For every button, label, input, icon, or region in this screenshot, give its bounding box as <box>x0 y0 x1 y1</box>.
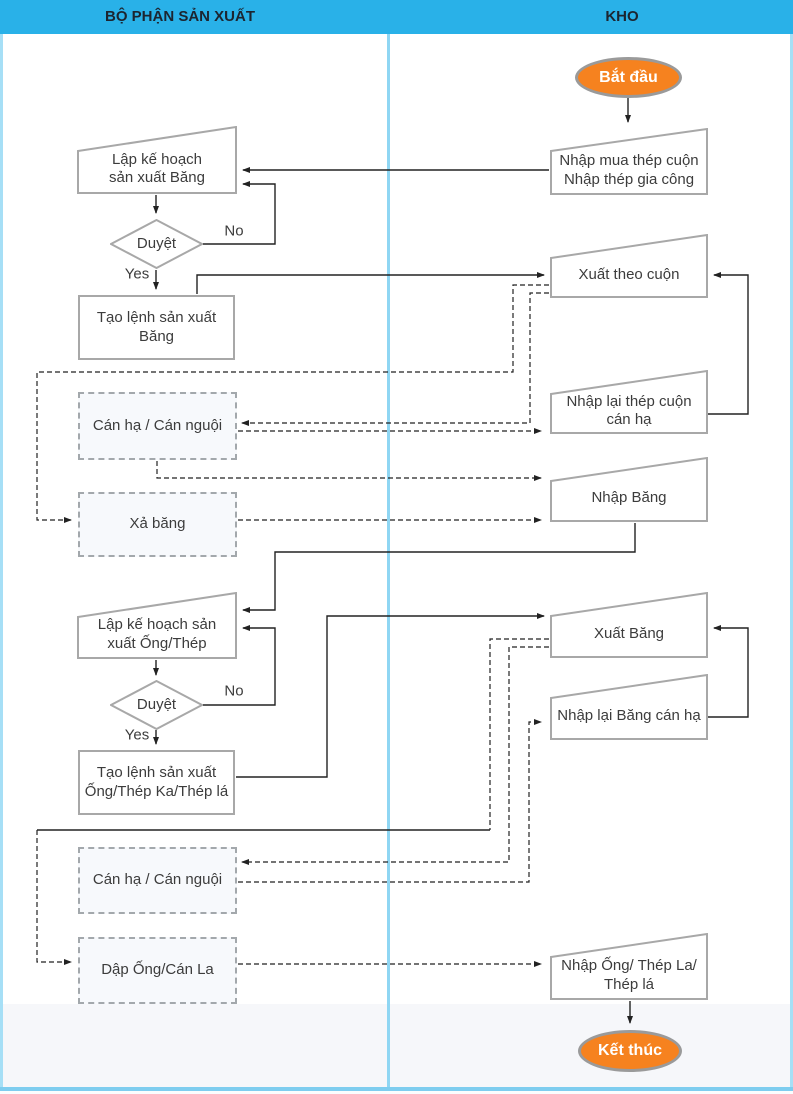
node-plan-ong: Lập kế hoạch sản xuất Ống/Thép <box>77 592 237 659</box>
node-label: Lập kế hoạch sản xuất Ống/Thép <box>97 616 217 652</box>
manual-op-shape <box>550 457 708 522</box>
node-label: Xuất theo cuộn <box>578 265 680 283</box>
node-nhap-bang: Nhập Băng <box>550 457 708 522</box>
branch-label-yes-2: Yes <box>124 726 150 744</box>
node-label: Duyệt <box>136 695 177 713</box>
connector-xuatbang-to-dapong-seg1 <box>489 638 549 830</box>
branch-label-yes-1: Yes <box>124 265 150 283</box>
node-nhap-ong: Nhập Ống/ Thép La/ Thép lá <box>550 933 708 1000</box>
node-xuat-theo-cuon: Xuất theo cuộn <box>550 234 708 298</box>
manual-op-shape <box>550 674 708 740</box>
connector-xuattheocuon-to-canha1 <box>241 292 549 426</box>
manual-op-shape <box>550 592 708 658</box>
connector-lenhong-to-xuatbang <box>236 613 545 778</box>
node-label: Xả băng <box>129 515 186 533</box>
swimlane-divider <box>387 34 390 1087</box>
node-start-terminal: Bắt đầu <box>575 57 682 98</box>
page-bottom-border <box>0 1087 793 1091</box>
node-label: Duyệt <box>136 234 177 252</box>
connector-canha1-to-nhapbang <box>156 461 542 481</box>
connector-lenhbang-to-xuattheocuon <box>196 272 545 294</box>
node-decision-duyet-1: Duyệt <box>110 219 203 269</box>
node-label: Nhập lại Băng cán hạ <box>557 706 701 724</box>
manual-op-shape <box>550 234 708 298</box>
node-can-ha-1: Cán hạ / Cán nguội <box>78 392 237 460</box>
node-lenh-bang: Tạo lệnh sản xuất Băng <box>78 295 235 360</box>
node-xa-bang: Xả băng <box>78 492 237 557</box>
node-label: Nhập mua thép cuộn Nhập thép gia công <box>559 152 699 188</box>
node-lenh-ong: Tạo lệnh sản xuất Ống/Thép Ka/Thép lá <box>78 750 235 815</box>
connector-nhaplaibang-to-xuatbang <box>708 625 749 718</box>
node-end-terminal: Kết thúc <box>578 1030 682 1072</box>
node-nhap-lai-cuon: Nhập lại thép cuộn cán hạ <box>550 370 708 434</box>
lane-title-warehouse: KHO <box>605 8 639 25</box>
connector-xuatbang-to-dapong-seg3 <box>36 830 72 965</box>
decision-diamond-shape <box>110 219 203 269</box>
node-label: Kết thúc <box>598 1042 662 1060</box>
node-label: Cán hạ / Cán nguội <box>92 416 223 434</box>
node-label: Nhập lại thép cuộn cán hạ <box>566 392 692 428</box>
node-xuat-bang: Xuất Băng <box>550 592 708 658</box>
lane-title-production: BỘ PHẬN SẢN XUẤT <box>104 8 256 25</box>
node-label: Dập Ống/Cán La <box>101 961 214 979</box>
node-label: Xuất Băng <box>593 624 665 642</box>
branch-label-no-1: No <box>224 222 244 240</box>
page-right-border <box>790 34 793 1094</box>
node-nhap-lai-bang: Nhập lại Băng cán hạ <box>550 674 708 740</box>
node-label: Lập kế hoạch sản xuất Băng <box>109 150 205 186</box>
connector-nhaplaicuon-to-xuattheocuon <box>708 272 749 415</box>
swimlane-header-bar: BỘ PHẬN SẢN XUẤT KHO <box>0 0 793 34</box>
node-decision-duyet-2: Duyệt <box>110 680 203 730</box>
page-bottom-border-inner <box>0 1091 793 1094</box>
node-plan-bang: Lập kế hoạch sản xuất Băng <box>77 126 237 194</box>
node-dap-ong: Dập Ống/Cán La <box>78 937 237 1004</box>
node-label: Bắt đầu <box>599 68 658 86</box>
node-label: Nhập Ống/ Thép La/ Thép lá <box>561 957 697 993</box>
node-nhap-mua: Nhập mua thép cuộn Nhập thép gia công <box>550 128 708 195</box>
manual-op-shape <box>550 128 708 195</box>
node-label: Tạo lệnh sản xuất Ống/Thép Ka/Thép lá <box>84 764 229 800</box>
manual-op-shape <box>550 370 708 434</box>
node-label: Cán hạ / Cán nguội <box>92 871 223 889</box>
page-left-border <box>0 34 3 1094</box>
node-label: Tạo lệnh sản xuất Băng <box>96 309 217 345</box>
connector-xuatbang-to-canha2 <box>241 646 549 865</box>
branch-label-no-2: No <box>224 682 244 700</box>
node-can-ha-2: Cán hạ / Cán nguội <box>78 847 237 914</box>
decision-diamond-shape <box>110 680 203 730</box>
node-label: Nhập Băng <box>591 489 667 507</box>
manual-op-shape <box>550 933 708 1000</box>
